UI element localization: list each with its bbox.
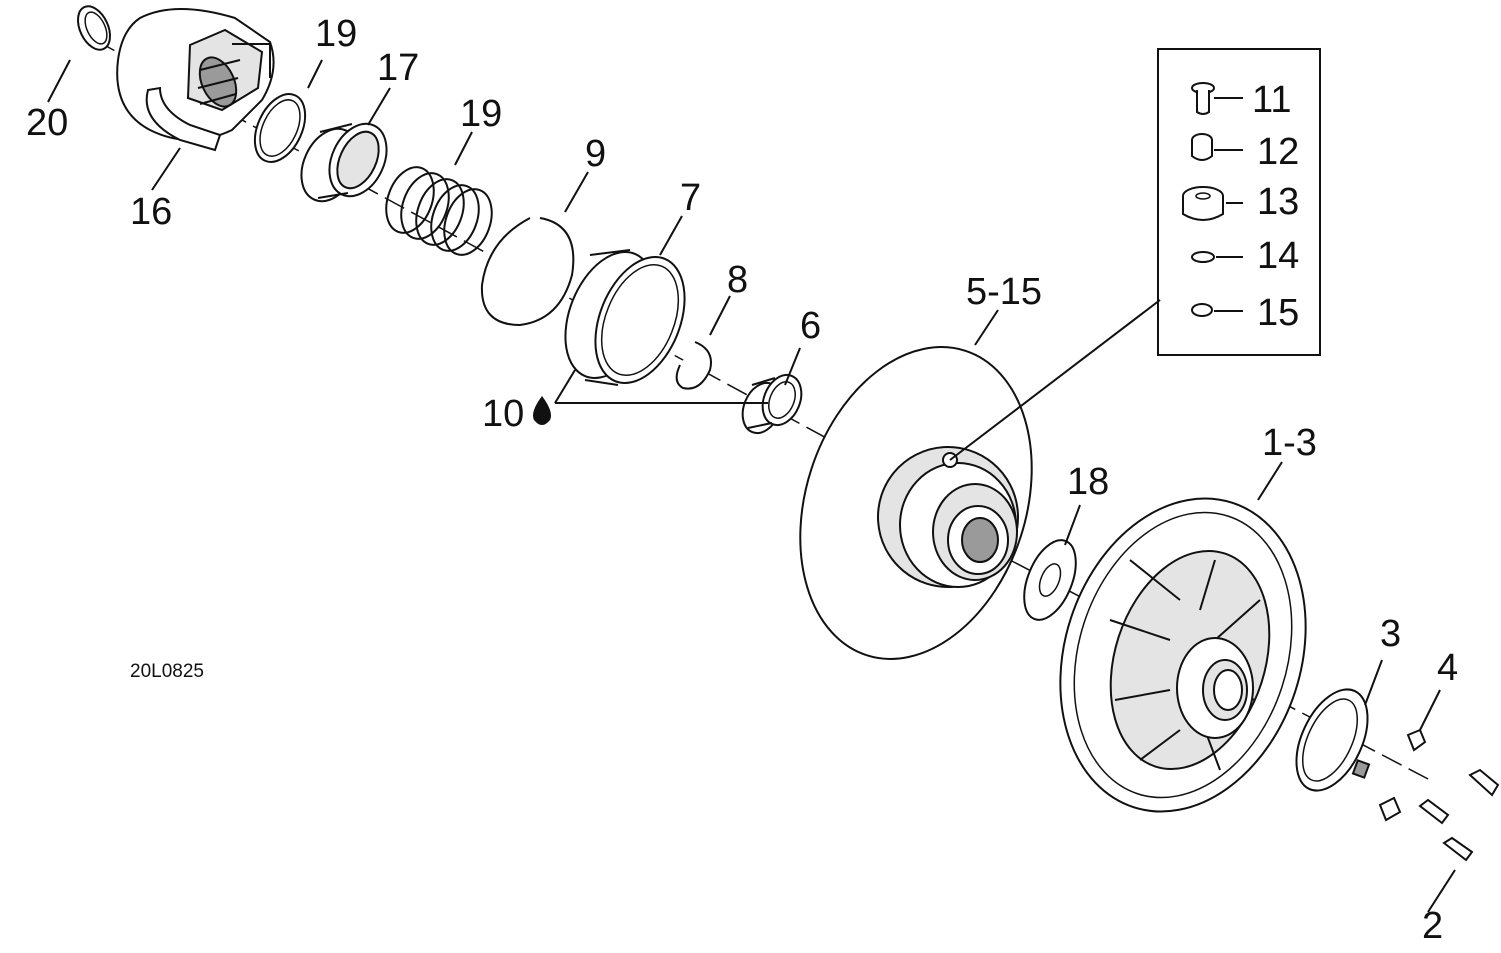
part-19-spring (385, 166, 493, 256)
part-5-15-fixed-sheave (799, 346, 1033, 660)
callout-1-3: 1-3 (1262, 422, 1317, 464)
inset-part-15-ring (1191, 303, 1213, 317)
callout-6: 6 (800, 305, 821, 347)
inset-callout-13: 13 (1257, 181, 1299, 223)
part-3-ramp-plate (1295, 688, 1371, 792)
callout-19-washer: 19 (315, 13, 357, 55)
inset-part-13-roller (1182, 186, 1224, 221)
inset-callout-12: 12 (1257, 131, 1299, 173)
inset-box (1157, 48, 1321, 356)
callout-4: 4 (1437, 647, 1458, 689)
callout-20: 20 (26, 102, 68, 144)
inset-part-14-washer (1191, 251, 1215, 263)
inset-part-12-spacer (1191, 133, 1213, 161)
lubricant-drop-icon (533, 396, 551, 425)
part-6-bushing (741, 373, 803, 435)
callout-5-15: 5-15 (966, 271, 1042, 313)
callout-9: 9 (585, 133, 606, 175)
inset-part-11-screw (1191, 82, 1215, 115)
inset-callout-11: 11 (1252, 79, 1291, 121)
callout-16: 16 (130, 191, 172, 233)
callout-7: 7 (680, 177, 701, 219)
part-1-3-movable-sheave (1059, 497, 1307, 813)
callout-10: 10 (482, 393, 524, 435)
part-7-sleeve (564, 249, 686, 386)
callout-19-spring: 19 (460, 93, 502, 135)
callout-2: 2 (1422, 905, 1443, 947)
part-2-bolt (1418, 768, 1500, 862)
leader-lines (47, 59, 1456, 913)
part-9-snap-ring (480, 217, 575, 327)
callout-18: 18 (1067, 461, 1109, 503)
inset-callout-15: 15 (1257, 292, 1299, 334)
part-4-nut (1378, 728, 1427, 822)
part-16-cam-housing (116, 8, 275, 152)
part-20-retaining-clip (77, 5, 111, 51)
part-19-washer (253, 93, 307, 163)
callout-8: 8 (727, 259, 748, 301)
callout-17: 17 (377, 47, 419, 89)
drawing-code: 20L0825 (130, 661, 204, 682)
inset-callout-14: 14 (1257, 235, 1299, 277)
part-8-circlip (675, 341, 712, 390)
callout-3: 3 (1380, 613, 1401, 655)
part-17-bushing-ring (300, 122, 388, 203)
